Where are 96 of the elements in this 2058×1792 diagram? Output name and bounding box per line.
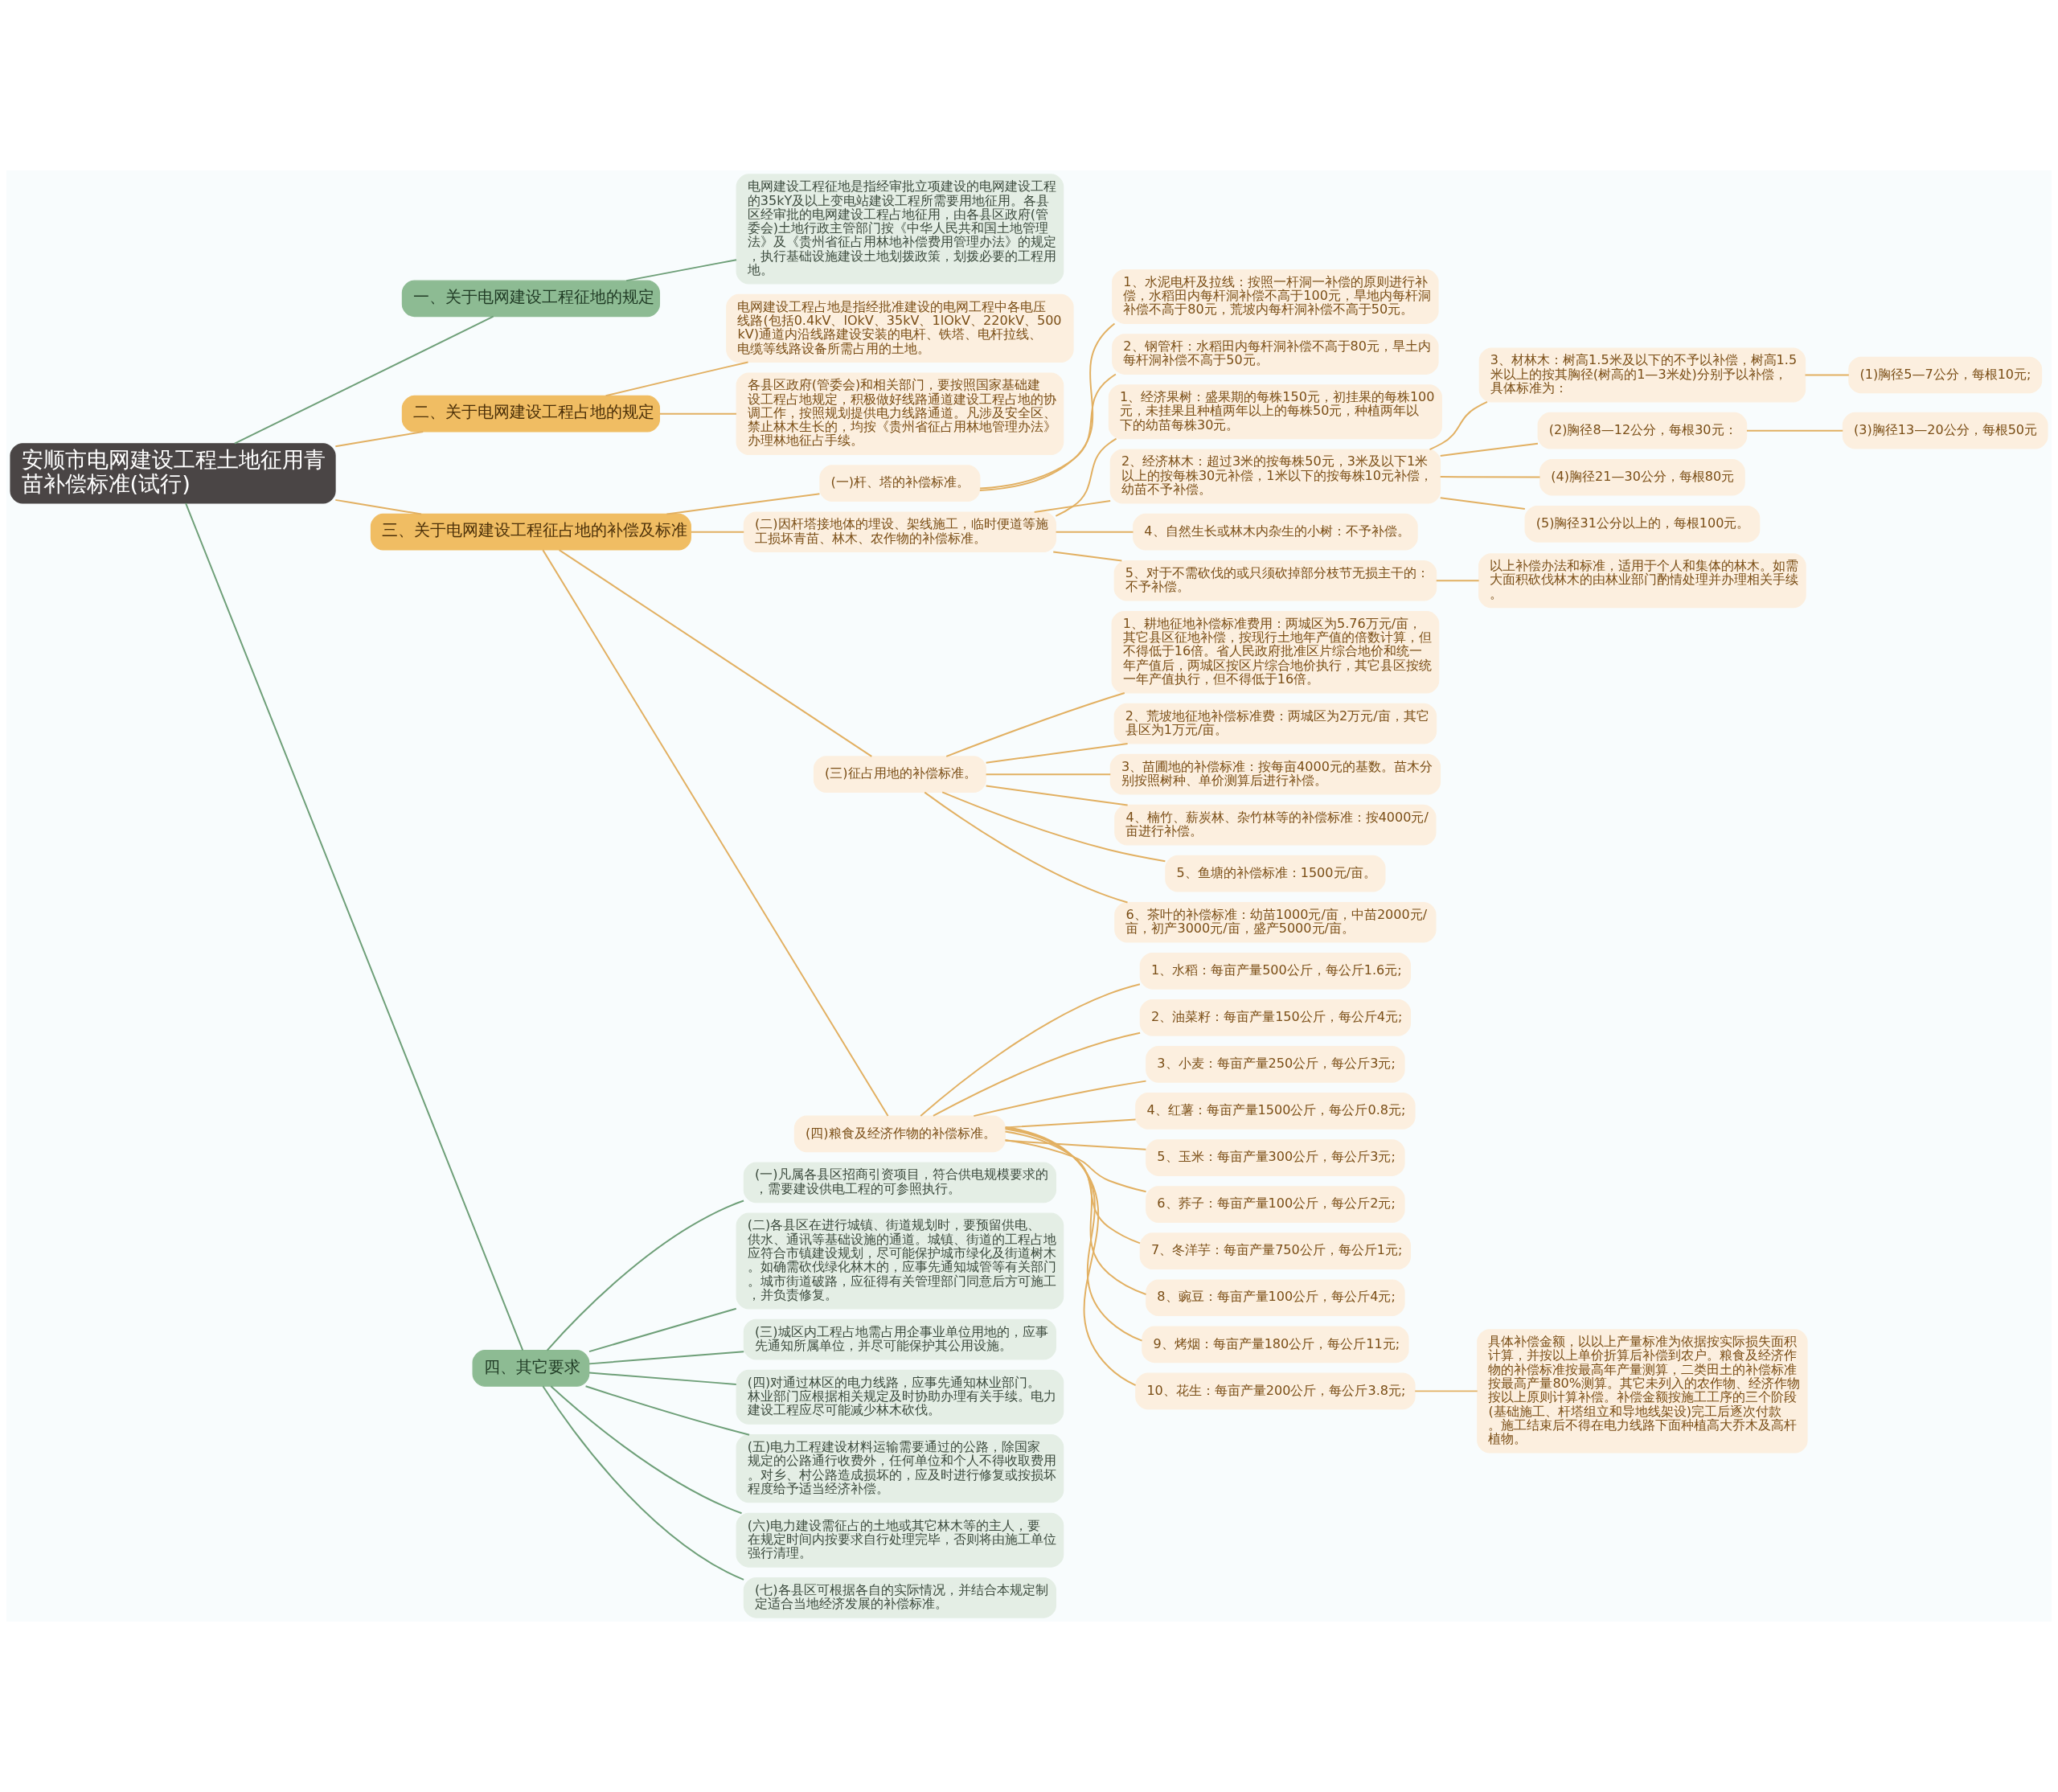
- node-box: (二)各县区在进行城镇、街道规划时，要预留供电、供水、通讯等基础设施的通道。城镇、街道的工程占地应符合市镇建设规划，尽可能保护城市绿化及街道树木。如确需砍伐绿化林木的，应事先通知城管等有关部门。城市街道破路，应征得有关管理部门同意后方可施工，并负责修复。: [736, 1212, 1064, 1310]
- connector: [550, 1385, 743, 1515]
- connector: [924, 791, 1129, 904]
- node-box: 四、其它要求: [472, 1350, 590, 1387]
- connector: [1033, 499, 1112, 513]
- node-box: 安顺市电网建设工程土地征用青苗补偿标准(试行): [10, 443, 336, 504]
- node-box: (三)城区内工程占地需占用企事业单位用地的，应事先通知所属单位，并尽可能保护其公用设施。: [743, 1318, 1056, 1360]
- connector: [1804, 374, 1850, 376]
- node-box: 6、荞子：每亩产量100公斤，每公斤2元;: [1146, 1186, 1405, 1223]
- node-box: (二)因杆塔接地体的埋设、架线施工，临时便道等施工损坏青苗、林木、农作物的补偿标准。: [743, 511, 1056, 553]
- node-box: 2、钢管杆：水稻田内每杆洞补偿不高于80元，旱土内每杆洞补偿不高于50元。: [1112, 334, 1439, 375]
- node-box: 2、经济林木：超过3米的按每株50元，3米及以下1米以上的按每株30元补偿，1米以下的按每株10元补偿，幼苗不予补偿。: [1109, 449, 1441, 504]
- node-box: (一)凡属各县区招商引资项目，符合供电规模要求的，需要建设供电工程的可参照执行。: [743, 1162, 1056, 1204]
- connector: [1439, 497, 1526, 510]
- node-box: (五)电力工程建设材料运输需要通过的公路，除国家规定的公路通行收费外，任何单位和个人不得收取费用。对乡、村公路造成损坏的，应及时进行修复或按损坏程度给予适当经济补偿。: [736, 1434, 1064, 1503]
- connector: [588, 1351, 745, 1365]
- node-box: 5、鱼塘的补偿标准：1500元/亩。: [1165, 855, 1386, 892]
- connector: [1429, 400, 1488, 451]
- node-box: 10、花生：每亩产量200公斤，每公斤3.8元;: [1135, 1372, 1416, 1410]
- connector: [605, 361, 749, 397]
- node-box: 各县区政府(管委会)和相关部门，要按照国家基础建设工程占地规定，积极做好线路通道建设工程占地的协调工作，按照规划提供电力线路通道。凡涉及安全区、禁止林木生长的，均按《贵州省征占用林地管理办法》办理林地征占手续。: [736, 372, 1064, 455]
- connector: [334, 498, 422, 515]
- node-box: 具体补偿金额，以以上产量标准为依据按实际损失面积计算，并按以上单价折算后补偿到农户。粮食及经济作物的补偿标准按最高年产量测算，二类田土的补偿标准按最高产量80%测算。其它未列入的农作物、经济作物按以上原则计算补偿。补偿金额按施工工序的三个阶段(基础施工、杆塔组立和导地线架设)完工后逐次付款。施工结束后不得在电力线路下面种植高大乔木及高杆植物。: [1477, 1329, 1808, 1454]
- connector: [973, 1080, 1147, 1117]
- node-box: 3、小麦：每亩产量250公斤，每公斤3元;: [1146, 1046, 1405, 1083]
- connector: [941, 791, 1166, 863]
- connector: [978, 322, 1116, 491]
- connector: [1004, 1130, 1141, 1245]
- connector: [546, 1199, 745, 1351]
- connector: [1004, 1138, 1147, 1193]
- connector: [185, 502, 524, 1351]
- node-box: 1、经济果树：盛果期的每株150元，初挂果的每株100元，未挂果且种植两年以上的每株50元，种植两年以下的幼苗每株30元。: [1108, 384, 1442, 440]
- node-box: 以上补偿办法和标准，适用于个人和集体的林木。如需大面积砍伐林木的由林业部门酌情处理并办理相关手续。: [1478, 553, 1806, 609]
- connector: [334, 430, 424, 448]
- node-box: (4)胸径21—30公分，每根80元: [1539, 458, 1745, 496]
- connector: [558, 549, 873, 757]
- node-box: 三、关于电网建设工程征占地的补偿及标准: [370, 513, 691, 551]
- connector: [1055, 531, 1134, 533]
- connector: [625, 259, 737, 282]
- node-box: 6、茶叶的补偿标准：幼苗1000元/亩，中苗2000元/亩，初产3000元/亩，盛产5000元/亩。: [1114, 901, 1437, 943]
- connector: [690, 531, 745, 533]
- connector: [584, 1385, 751, 1436]
- node-box: 3、材林木：树高1.5米及以下的不予以补偿，树高1.5米以上的按其胸径(树高的1—3米处)分别予以补偿，具体标准为：: [1478, 347, 1806, 403]
- node-box: 1、水稻：每亩产量500公斤，每公斤1.6元;: [1139, 952, 1412, 990]
- node-box: 9、烤烟：每亩产量180公斤，每公斤11元;: [1142, 1326, 1409, 1363]
- connector: [1745, 429, 1844, 432]
- node-box: 4、红薯：每亩产量1500公斤，每公斤0.8元;: [1135, 1093, 1416, 1130]
- node-box: 1、水泥电杆及拉线：按照一杆洞一补偿的原则进行补偿，水稻田内每杆洞补偿不高于100元，旱地内每杆洞补偿不高于80元，荒坡内每杆洞补偿不高于50元。: [1112, 269, 1439, 324]
- node-box: 8、豌豆：每亩产量100公斤，每公斤4元;: [1146, 1279, 1405, 1317]
- node-box: 一、关于电网建设工程征地的规定: [401, 280, 661, 318]
- connector: [1055, 437, 1117, 517]
- node-box: 1、耕地征地补偿标准费用：两城区为5.76万元/亩，其它县区征地补偿，按现行土地年产值的倍数计算，但不得低于16倍。省人民政府批准区片综合地价和统一年产值后，两城区按区片综合地价执行，其它县区按统一年产值执行，但不得低于16倍。: [1111, 610, 1440, 694]
- connector: [920, 983, 1141, 1117]
- node-box: (1)胸径5—7公分，每根10元;: [1848, 356, 2043, 394]
- connector: [1435, 580, 1480, 582]
- connector: [1004, 1128, 1147, 1295]
- connector: [1439, 476, 1541, 478]
- connector: [1004, 1126, 1137, 1387]
- connector: [666, 493, 821, 515]
- connector: [588, 1372, 737, 1385]
- connector: [985, 742, 1129, 764]
- node-box: (一)杆、塔的补偿标准。: [819, 465, 981, 502]
- connector: [658, 412, 737, 415]
- node-box: 3、苗圃地的补偿标准：按每亩4000元的基数。苗木分别按照树种、单价测算后进行补偿。: [1109, 753, 1441, 795]
- node-box: (三)征占用地的补偿标准。: [813, 756, 986, 793]
- node-box: 4、自然生长或林木内杂生的小树：不予补偿。: [1133, 513, 1418, 551]
- node-box: 电网建设工程征地是指经审批立项建设的电网建设工程的35kY及以上变电站建设工程所需要用地征用。各县区经审批的电网建设工程占地征用，由各县区政府(管委会)土地行政主管部门按《中华人民共和国土地管理法》及《贵州省征占用林地补偿费用管理办法》的规定，执行基础设施建设土地划拨政策，划拨必要的工程用地。: [736, 174, 1064, 285]
- node-box: (七)各县区可根据各自的实际情况，并结合本规定制定适合当地经济发展的补偿标准。: [743, 1577, 1056, 1618]
- connector: [588, 1307, 737, 1353]
- node-box: 5、玉米：每亩产量300公斤，每公斤3元;: [1146, 1139, 1405, 1176]
- connector: [1052, 551, 1123, 562]
- node-box: (3)胸径13—20公分，每根50元: [1842, 412, 2048, 449]
- connector: [985, 785, 1129, 806]
- connector: [985, 773, 1112, 776]
- connector: [233, 315, 494, 445]
- connector: [945, 691, 1125, 757]
- node-box: (六)电力建设需征占的土地或其它林木等的主人，要在规定时间内按要求自行处理完毕，否则将由施工单位强行清理。: [736, 1512, 1064, 1568]
- connector: [979, 373, 1117, 490]
- node-box: 二、关于电网建设工程占地的规定: [401, 395, 661, 433]
- connector: [1004, 1139, 1147, 1150]
- connector: [542, 1385, 745, 1581]
- node-box: 2、油菜籽：每亩产量150公斤，每公斤4元;: [1139, 999, 1412, 1036]
- node-box: 5、对于不需砍伐的或只须砍掉部分枝节无损主干的：不予补偿。: [1113, 560, 1437, 601]
- node-box: (四)对通过林区的电力线路，应事先通知林业部门。林业部门应根据相关规定及时协助办理有关手续。电力建设工程应尽可能减少林木砍伐。: [736, 1369, 1064, 1425]
- node-box: (四)粮食及经济作物的补偿标准。: [793, 1115, 1006, 1153]
- connector: [1414, 1390, 1478, 1392]
- connector: [1439, 442, 1539, 457]
- connector: [542, 549, 889, 1117]
- node-box: 2、荒坡地征地补偿标准费：两城区为2万元/亩，其它县区为1万元/亩。: [1113, 703, 1437, 744]
- node-box: 4、楠竹、薪炭林、杂竹林等的补偿标准：按4000元/亩进行补偿。: [1114, 804, 1437, 846]
- connector: [1004, 1126, 1143, 1342]
- node-box: (2)胸径8—12公分，每根30元：: [1537, 412, 1748, 449]
- node-box: 电网建设工程占地是指经批准建设的电网工程中各电压线路(包括0.4kV、lOkV、35kV、1lOkV、220kV、500kV)通道内沿线路建设安装的电杆、铁塔、电杆拉线、电缆等线路设备所需占用的土地。: [726, 293, 1074, 363]
- node-box: (5)胸径31公分以上的，每根100元。: [1524, 505, 1761, 543]
- connector: [932, 1031, 1142, 1117]
- node-box: 7、冬洋芋：每亩产量750公斤，每公斤1元;: [1139, 1232, 1412, 1270]
